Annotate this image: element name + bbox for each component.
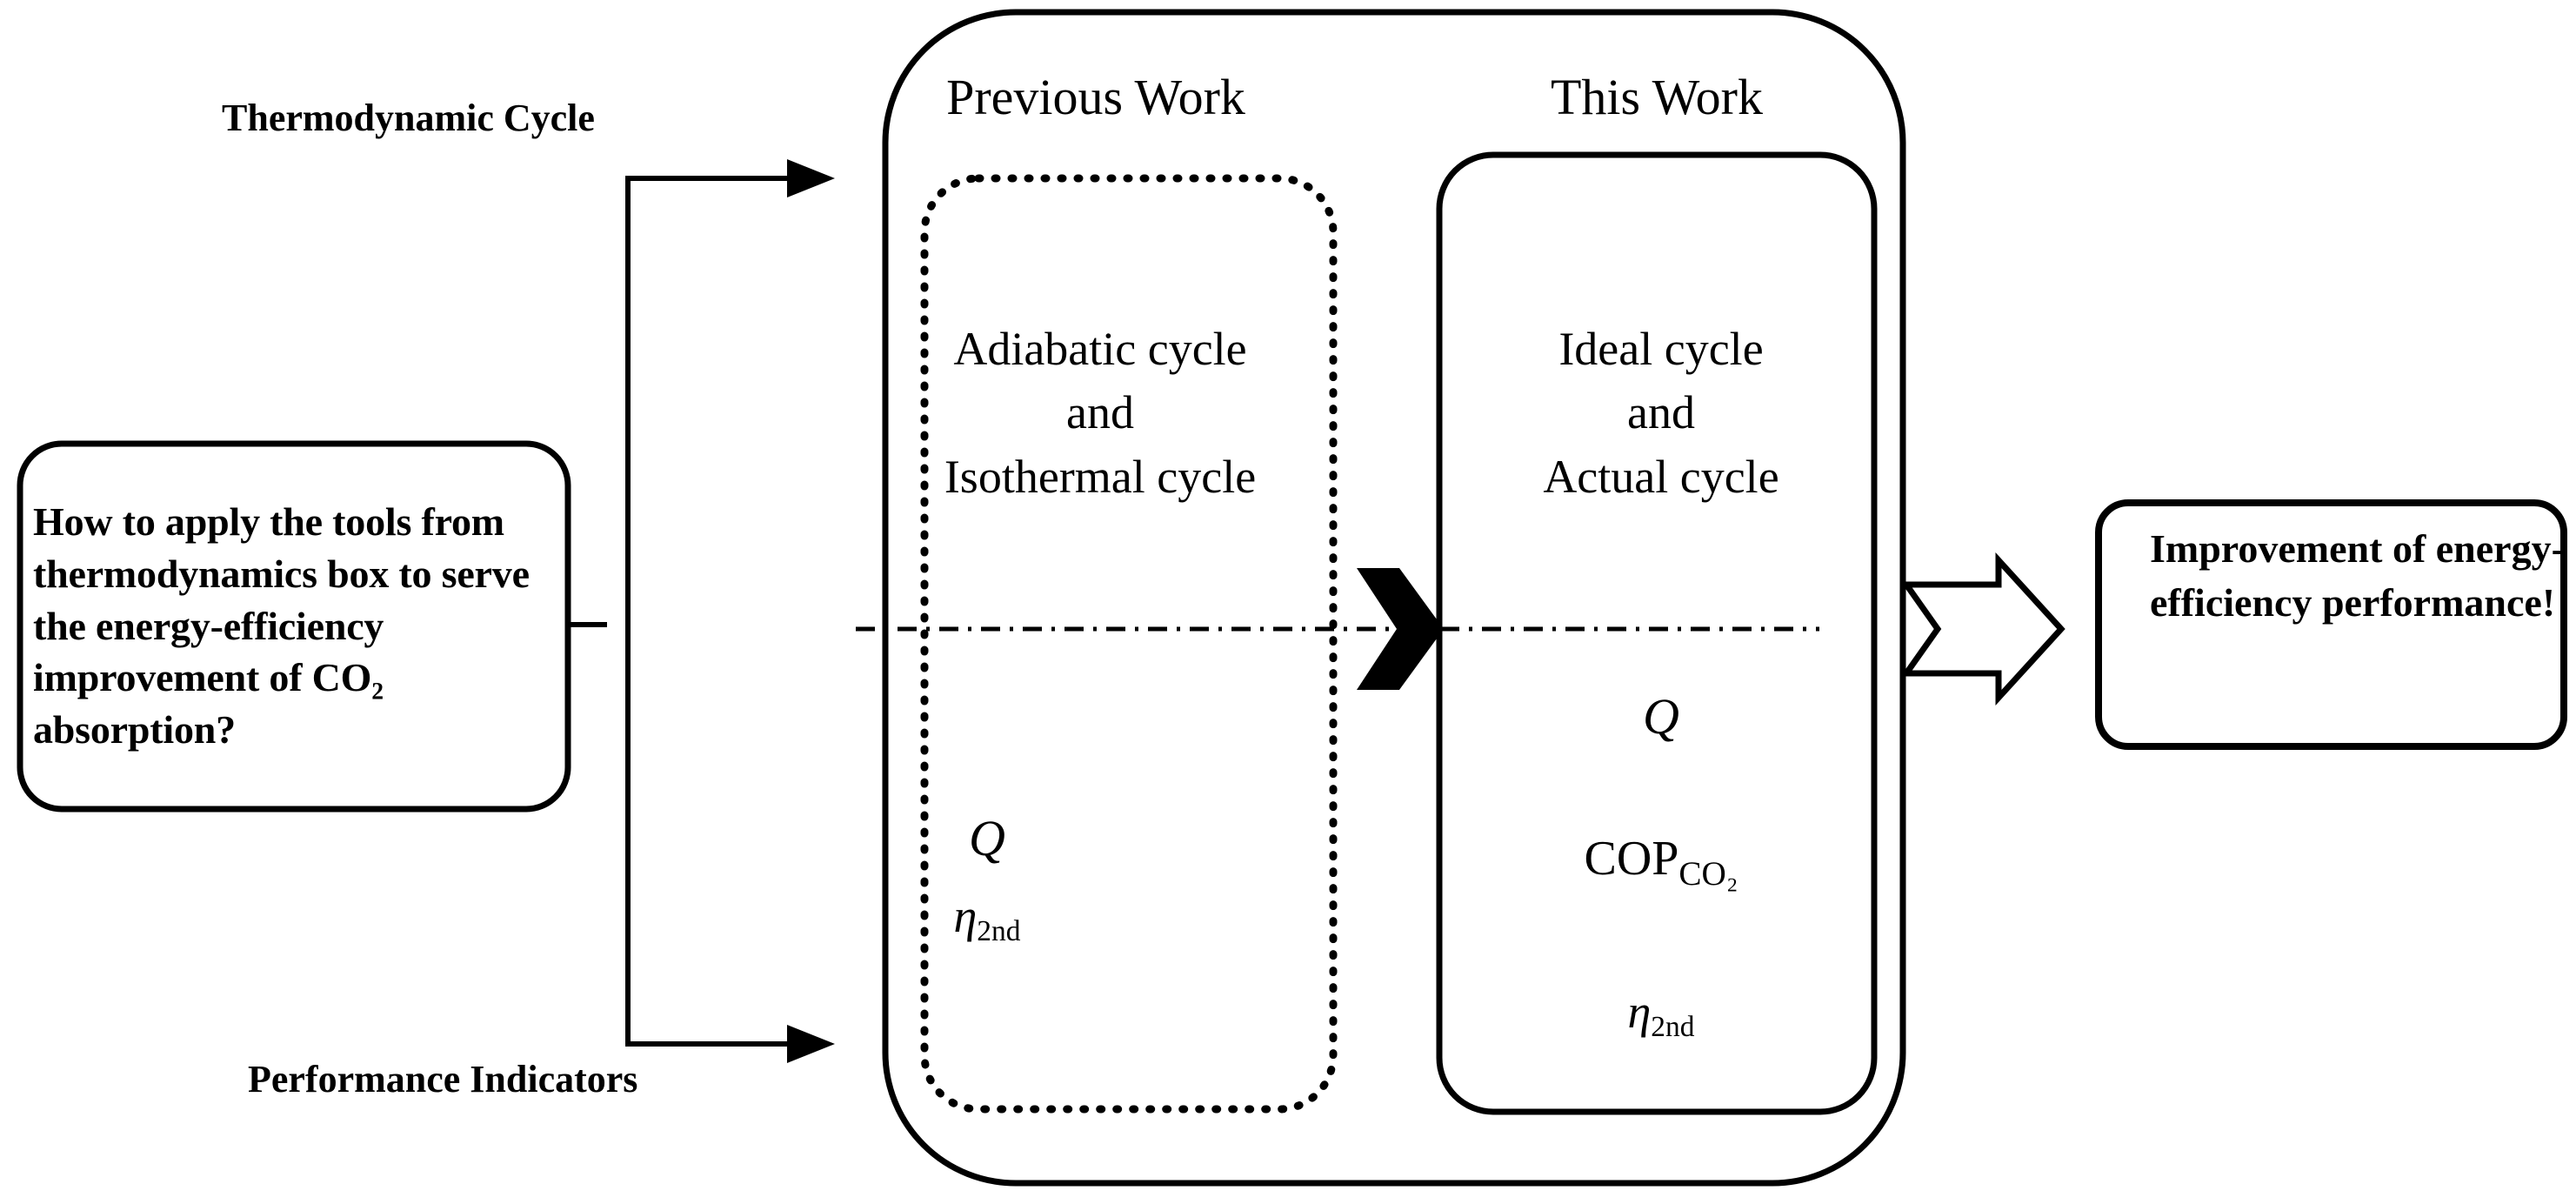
this-work-indicator-q: Q [1531, 687, 1792, 746]
symbol-cop: COP [1584, 832, 1679, 886]
black-chevron-icon [1357, 568, 1444, 690]
this-work-indicator-eta2nd: η2nd [1531, 985, 1792, 1044]
symbol-eta: η [953, 890, 978, 942]
outer-container-box [882, 9, 1906, 1187]
top-arrowhead-icon [787, 159, 835, 197]
column-header-previous-work: Previous Work [946, 69, 1245, 125]
symbol-q: Q [1643, 688, 1679, 745]
block-arrow-to-result-icon [1900, 552, 2065, 706]
symbol-eta-subscript: 2nd [977, 915, 1021, 948]
previous-work-inner-box [920, 174, 1338, 1114]
previous-work-indicator-eta2nd: η2nd [857, 889, 1118, 948]
result-box-text: Improvement of energy-efficiency perform… [2150, 526, 2565, 625]
top-connector-line [625, 176, 787, 625]
symbol-eta: η [1627, 986, 1652, 1038]
symbol-eta-subscript: 2nd [1651, 1011, 1695, 1044]
bottom-connector-line [625, 625, 787, 1047]
question-box [17, 440, 571, 813]
symbol-q: Q [969, 810, 1005, 866]
previous-work-indicator-q: Q [857, 809, 1118, 867]
question-box-text: How to apply the tools from thermodynami… [33, 499, 530, 752]
this-work-indicator-cop: COPCO₂ [1505, 831, 1818, 893]
previous-work-cycles-text: Adiabatic cycle and Isothermal cycle [944, 323, 1257, 503]
label-performance-indicators: Performance Indicators [248, 1058, 638, 1100]
label-thermodynamic-cycle: Thermodynamic Cycle [222, 97, 595, 139]
symbol-cop-subscript: CO₂ [1678, 854, 1738, 893]
result-box [2095, 499, 2567, 750]
column-header-this-work: This Work [1551, 69, 1763, 125]
bottom-arrowhead-icon [787, 1025, 835, 1063]
this-work-inner-box [1436, 151, 1878, 1115]
this-work-cycles-text: Ideal cycle and Actual cycle [1543, 323, 1779, 503]
